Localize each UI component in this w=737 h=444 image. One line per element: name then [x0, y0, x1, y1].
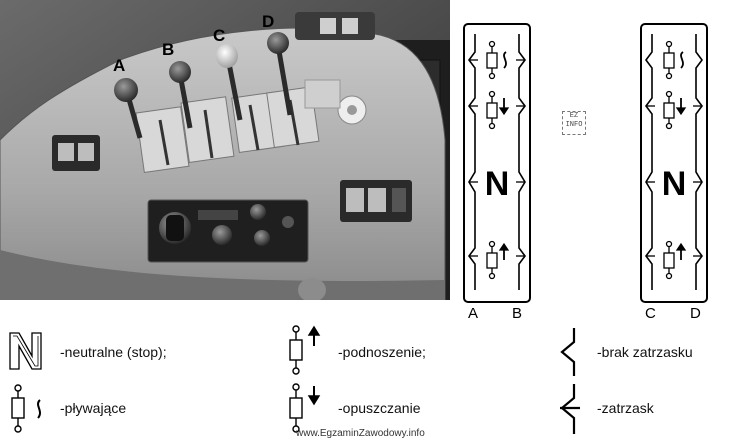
photo-label-b: B — [162, 40, 175, 59]
lowering-cylinder-icon — [486, 90, 510, 130]
watermark: www.EgzaminZawodowy.info — [296, 428, 425, 439]
photo-label-c: C — [213, 26, 226, 45]
floating-cylinder-icon — [663, 40, 684, 80]
legend-lower-icon — [289, 383, 321, 433]
ez-info-logo: EZ INFO — [562, 111, 586, 135]
raising-cylinder-icon — [663, 240, 687, 280]
neutral-letter: N — [485, 165, 510, 203]
legend-latch-icon — [560, 384, 580, 434]
legend-latch-text: -zatrzask — [597, 400, 654, 416]
panel-ab-label-a: A — [468, 305, 479, 322]
legend-lower-text: -opuszczanie — [338, 400, 421, 416]
panel-cd-label-c: C — [645, 305, 656, 322]
control-console-photo — [0, 0, 450, 300]
detent-rails — [468, 34, 526, 290]
floating-cylinder-icon — [486, 40, 507, 80]
lever-gate-panel-cd: N — [640, 23, 708, 303]
legend-floating-icon — [11, 384, 41, 433]
panel-cd-label-d: D — [690, 305, 701, 322]
detent-rails — [645, 34, 703, 290]
neutral-outline-icon — [9, 332, 42, 370]
photo-label-d: D — [262, 12, 275, 31]
panel-ab-label-b: B — [512, 305, 523, 322]
legend-no-latch-icon — [560, 328, 576, 376]
photo-label-a: A — [113, 56, 126, 75]
lowering-cylinder-icon — [663, 90, 687, 130]
legend-floating-text: -pływające — [60, 400, 127, 416]
neutral-letter: N — [662, 165, 687, 203]
lever-gate-panel-ab: N — [463, 23, 531, 303]
legend-neutral-text: -neutralne (stop); — [60, 344, 167, 360]
legend-no-latch-text: -brak zatrzasku — [597, 344, 693, 360]
hydraulic-levers — [114, 32, 293, 139]
legend-raise-text: -podnoszenie; — [338, 344, 426, 360]
legend-raise-icon — [289, 325, 321, 375]
raising-cylinder-icon — [486, 240, 510, 280]
